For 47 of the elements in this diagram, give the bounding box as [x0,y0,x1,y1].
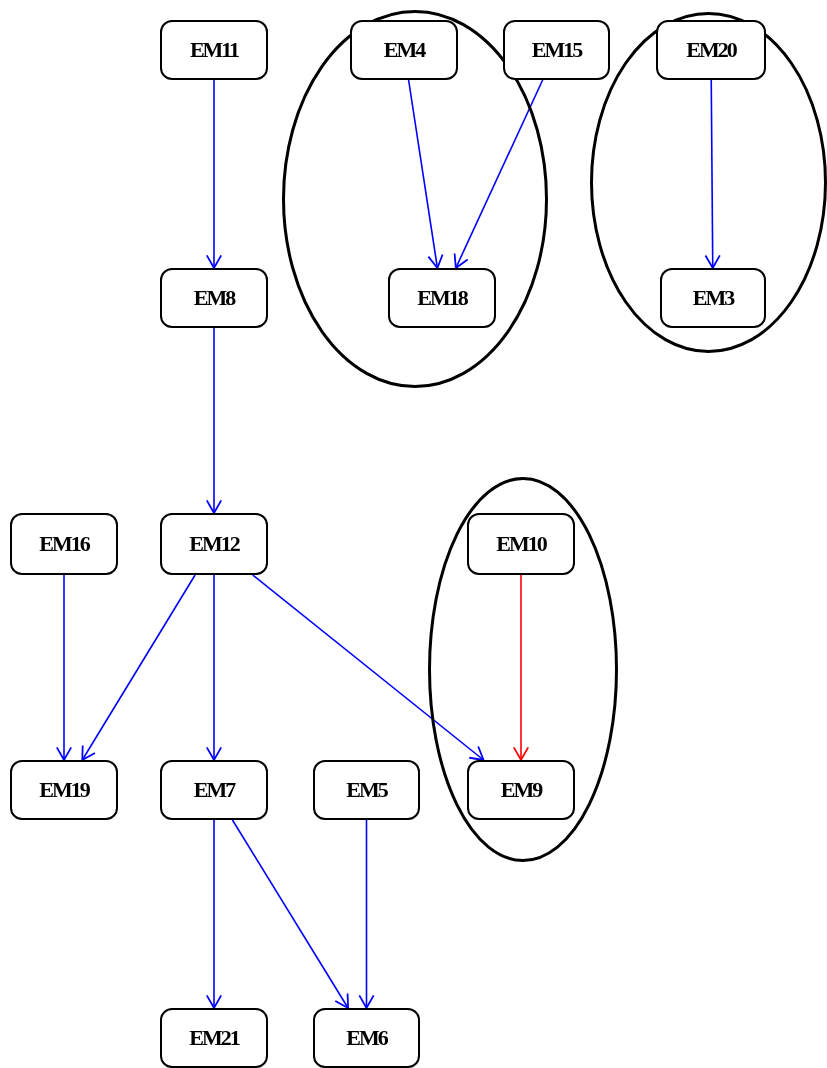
cluster-ellipse [428,477,618,862]
rounded-box [10,760,118,820]
node-label: EM11 [189,37,239,63]
node-label: EM20 [686,37,736,63]
rounded-box [656,20,766,80]
rounded-box [350,20,458,80]
arrow [704,79,721,269]
arrow [358,819,375,1009]
rounded-box [160,1008,268,1068]
arrow [55,574,73,761]
rounded-box [313,1008,420,1068]
node-label: EM10 [496,531,546,557]
arrow [251,574,485,761]
node-label: EM7 [193,777,235,803]
node-label: EM8 [193,285,235,311]
rounded-box [10,513,118,575]
arrow [205,819,223,1009]
rounded-box [160,760,268,820]
node-label: EM4 [383,37,425,63]
cluster-ellipse [590,12,827,353]
arrow [453,79,544,269]
arrow [205,79,223,269]
arrow [407,79,444,269]
rounded-box [660,268,766,328]
rounded-box [388,268,496,328]
node-label: EM15 [531,37,582,63]
node-label: EM12 [189,531,239,557]
node-label: EM18 [417,285,467,311]
node-label: EM21 [189,1025,239,1051]
rounded-box [160,513,268,575]
rounded-box [467,760,575,820]
arrow [81,574,196,761]
arrow [512,574,530,761]
rounded-box [160,268,268,328]
node-label: EM9 [500,777,542,803]
node-label: EM19 [39,777,89,803]
arrow [205,574,223,761]
rounded-box [467,513,575,575]
node-label: EM16 [39,531,89,557]
rounded-box [160,20,268,80]
rounded-box [313,760,420,820]
arrow [231,819,349,1009]
node-label: EM3 [692,285,734,311]
rounded-box [503,20,610,80]
arrow [205,327,223,514]
node-label: EM5 [346,777,387,803]
node-label: EM6 [346,1025,387,1051]
